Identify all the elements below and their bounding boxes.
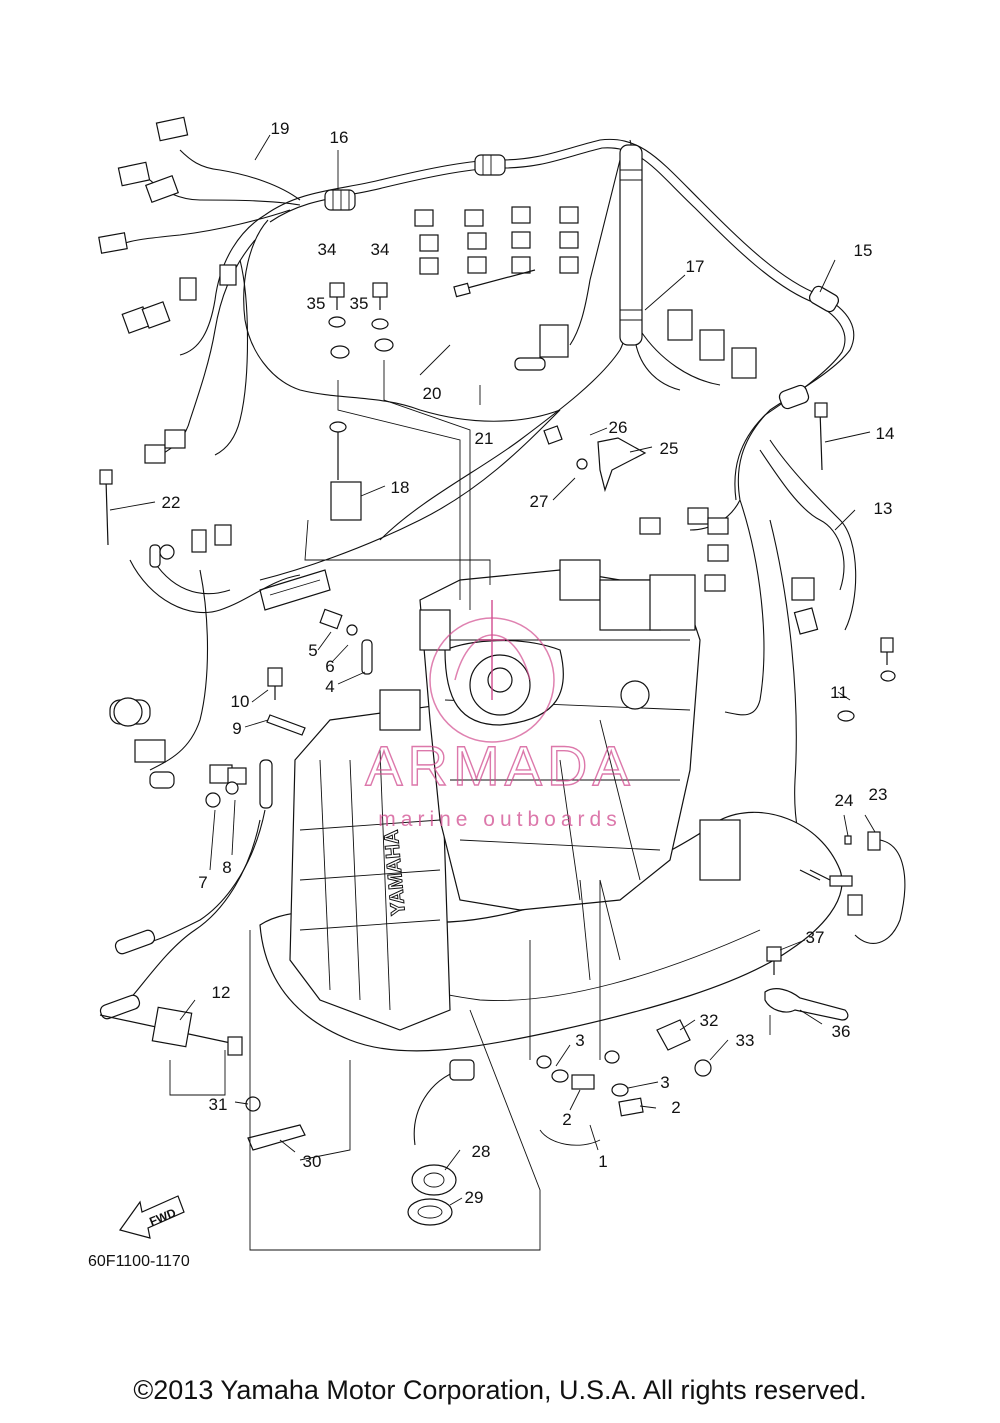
callout-34: 34 xyxy=(318,240,337,259)
callout-9: 9 xyxy=(232,719,241,738)
callout-3: 3 xyxy=(660,1073,669,1092)
callout-19: 19 xyxy=(271,119,290,138)
callout-12: 12 xyxy=(212,983,231,1002)
cable-tie-14 xyxy=(819,409,823,471)
callout-26: 26 xyxy=(609,418,628,437)
harness-sleeve-upper xyxy=(474,154,506,176)
fwd-arrow-icon: FWD xyxy=(119,1195,185,1239)
callout-23: 23 xyxy=(869,785,888,804)
callout-36: 36 xyxy=(832,1022,851,1041)
callout-20: 20 xyxy=(423,384,442,403)
watermark-brand: ARMADA xyxy=(365,734,635,797)
callout-22: 22 xyxy=(162,493,181,512)
watermark: ARMADA marine outboards xyxy=(365,600,635,831)
callout-6: 6 xyxy=(325,657,334,676)
callout-34: 34 xyxy=(371,240,390,259)
diagram-code: 60F1100-1170 xyxy=(88,1253,190,1270)
watermark-tagline: marine outboards xyxy=(378,808,621,831)
callout-27: 27 xyxy=(530,492,549,511)
cable-tie-21 xyxy=(459,269,536,291)
callout-4: 4 xyxy=(325,677,334,696)
harness-tube-17 xyxy=(619,144,643,346)
connector-group-right xyxy=(639,507,819,635)
copyright-footer: ©2013 Yamaha Motor Corporation, U.S.A. A… xyxy=(133,1375,867,1405)
left-side-parts xyxy=(99,524,475,1226)
callout-21: 21 xyxy=(475,429,494,448)
callout-5: 5 xyxy=(308,641,317,660)
callout-1: 1 xyxy=(598,1152,607,1171)
callout-10: 10 xyxy=(231,692,250,711)
callout-29: 29 xyxy=(465,1188,484,1207)
cable-tie-22 xyxy=(105,479,109,546)
connector-group-left xyxy=(98,116,237,464)
harness-sleeve-16 xyxy=(324,189,356,211)
parts-diagram: YAMAHA xyxy=(88,116,906,1270)
callout-16: 16 xyxy=(330,128,349,147)
callout-3: 3 xyxy=(575,1031,584,1050)
callout-35: 35 xyxy=(350,294,369,313)
callout-24: 24 xyxy=(835,791,854,810)
callout-32: 32 xyxy=(700,1011,719,1030)
callout-31: 31 xyxy=(209,1095,228,1114)
leader-lines xyxy=(109,134,876,1251)
callout-15: 15 xyxy=(854,241,873,260)
callout-37: 37 xyxy=(806,928,825,947)
callout-13: 13 xyxy=(874,499,893,518)
callout-8: 8 xyxy=(222,858,231,877)
callout-30: 30 xyxy=(303,1152,322,1171)
callout-2: 2 xyxy=(562,1110,571,1129)
callout-28: 28 xyxy=(472,1142,491,1161)
engine-assembly: YAMAHA xyxy=(259,559,843,1052)
callout-33: 33 xyxy=(736,1031,755,1050)
harness-sleeve-14 xyxy=(778,384,810,410)
part-callouts: 1 2 2 3 3 4 5 6 7 8 9 10 11 12 13 14 15 … xyxy=(162,119,895,1207)
callout-35: 35 xyxy=(307,294,326,313)
harness-sleeve-15 xyxy=(808,285,840,313)
callout-2: 2 xyxy=(671,1098,680,1117)
callout-11: 11 xyxy=(830,683,848,702)
callout-14: 14 xyxy=(876,424,895,443)
callout-25: 25 xyxy=(660,439,679,458)
callout-18: 18 xyxy=(391,478,410,497)
callout-7: 7 xyxy=(198,873,207,892)
callout-17: 17 xyxy=(686,257,705,276)
wiring-harness xyxy=(98,116,857,871)
connector-group-middle xyxy=(414,206,757,379)
